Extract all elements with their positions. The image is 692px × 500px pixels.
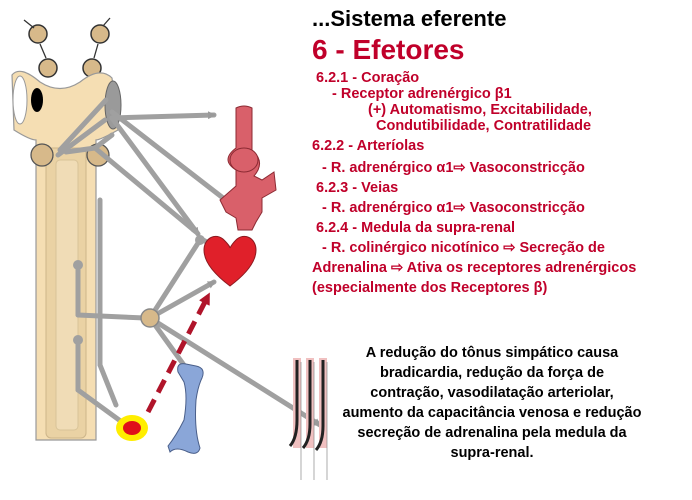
coracao-header: 6.2.1 - Coração [316,70,420,86]
veias-receptor: - R. adrenérgico α1⇨ Vasoconstricção [322,200,585,216]
neuron-pathways [55,97,323,428]
blood-vessels [219,105,277,231]
medula-header: 6.2.4 - Medula da supra-renal [316,220,516,236]
adrenal-gland [116,415,148,441]
brain-nuclei [23,17,111,78]
coracao-effects-line-2: Condutibilidade, Contratilidade [376,118,592,134]
summary-note: A redução do tônus simpático causa bradi… [342,345,642,461]
veias-header: 6.2.3 - Veias [316,180,399,196]
adrenal-medulla-vessel [167,363,204,454]
medula-line-2: Adrenalina ⇨ Ativa os receptores adrenér… [312,260,637,276]
coracao-receptor: - Receptor adrenérgico β1 [332,86,512,102]
arteriolas-header: 6.2.2 - Arteríolas [312,138,425,154]
medula-line-3: (especialmente dos Receptores β) [312,280,548,296]
coracao-effects-line-1: (+) Automatismo, Excitabilidade, [368,102,592,118]
arteriolas-receptor: - R. adrenérgico α1⇨ Vasoconstricção [322,160,585,176]
slide-title: ...Sistema eferente [312,6,507,31]
heart [203,235,257,287]
slide-subtitle: 6 - Efetores [312,34,465,65]
medula-line-1: - R. colinérgico nicotínico ⇨ Secreção d… [322,240,605,256]
recording-strips [288,358,328,480]
paravertebral-ganglion [140,308,160,328]
spinal-cord [11,70,122,441]
